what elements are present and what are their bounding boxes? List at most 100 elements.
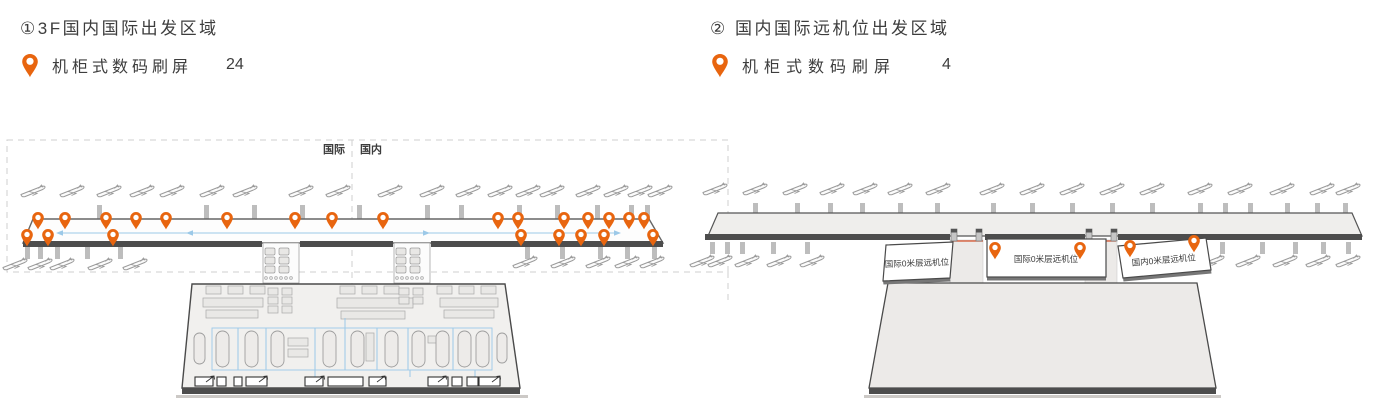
gate-stubs-bottom bbox=[710, 242, 1351, 254]
checkin-island bbox=[435, 330, 450, 368]
airplane-icon bbox=[419, 184, 445, 198]
entrance-door bbox=[327, 376, 364, 387]
stand-box-3: 国内0米层远机位 bbox=[1117, 234, 1212, 282]
entrance-doors bbox=[194, 375, 501, 387]
checkin-islands bbox=[193, 318, 508, 377]
stand-label: 国际0米层远机位 bbox=[1014, 254, 1079, 264]
airplane-icon bbox=[59, 184, 85, 198]
right-legend-label: 机柜式数码刷屏 bbox=[742, 59, 897, 76]
airplane-icon bbox=[819, 182, 845, 196]
checkin-island bbox=[384, 330, 399, 368]
entrance-door bbox=[245, 376, 268, 387]
checkin-island bbox=[350, 330, 365, 368]
airplane-icon bbox=[159, 184, 185, 198]
right-legend-count: 4 bbox=[942, 56, 951, 73]
right-section-header: ② 国内国际远机位出发区域 机柜式数码刷屏 4 bbox=[710, 14, 951, 78]
checkin-island bbox=[457, 330, 472, 368]
airplane-icon bbox=[852, 182, 878, 196]
left-section-header: ①3F国内国际出发区域 机柜式数码刷屏 24 bbox=[20, 14, 244, 78]
counter-blocks bbox=[202, 285, 499, 320]
remote-stand-pier bbox=[705, 212, 1363, 240]
airplane-icon bbox=[799, 254, 825, 268]
airplane-icon bbox=[1187, 182, 1213, 196]
airplane-icon bbox=[766, 254, 792, 268]
airplane-icon bbox=[129, 184, 155, 198]
entrance-door bbox=[194, 376, 214, 387]
airplane-icon bbox=[288, 184, 314, 198]
stand-label: 国际0米层远机位 bbox=[885, 257, 950, 269]
airplane-icon bbox=[1019, 182, 1045, 196]
checkin-island bbox=[193, 332, 206, 365]
airplane-icon bbox=[1335, 182, 1361, 196]
checkin-island bbox=[496, 332, 508, 364]
zone-label-international: 国际 bbox=[323, 142, 345, 156]
airplane-icon bbox=[1335, 254, 1361, 268]
airplane-icon bbox=[199, 184, 225, 198]
security-corridor bbox=[262, 242, 300, 284]
left-terminal-diagram: 国际 国内 bbox=[2, 139, 729, 398]
left-section-title: ①3F国内国际出发区域 bbox=[20, 19, 219, 38]
entrance-door bbox=[478, 376, 501, 387]
airplane-icon bbox=[325, 184, 351, 198]
gate-stubs-top bbox=[97, 205, 650, 219]
airplane-icon bbox=[782, 182, 808, 196]
checkin-island bbox=[475, 330, 490, 368]
airplane-icon bbox=[734, 254, 760, 268]
stand-box-2: 国际0米层远机位 bbox=[986, 238, 1107, 281]
airplane-icon bbox=[487, 184, 513, 198]
entrance-door bbox=[304, 376, 324, 387]
entrance-door bbox=[216, 376, 227, 387]
checkin-island bbox=[411, 330, 426, 368]
airplane-icon bbox=[539, 184, 565, 198]
airplane-icon bbox=[87, 257, 113, 271]
entrance-door bbox=[466, 376, 479, 387]
airplane-icon bbox=[603, 184, 629, 198]
airplane-icon bbox=[1305, 254, 1331, 268]
airplane-icon bbox=[742, 182, 768, 196]
airplane-icon bbox=[455, 184, 481, 198]
right-terminal-diagram: 国际0米层远机位 国际0米层远机位 国内0米层远机位 bbox=[689, 182, 1363, 398]
stand-box-1: 国际0米层远机位 bbox=[882, 241, 954, 285]
right-legend: 机柜式数码刷屏 4 bbox=[710, 52, 951, 78]
checkin-hall bbox=[176, 283, 528, 398]
apron-platform bbox=[864, 282, 1221, 398]
airplane-icon bbox=[49, 257, 75, 271]
stand-corridor bbox=[949, 239, 984, 284]
airplane-row-top bbox=[20, 184, 673, 198]
airplane-icon bbox=[1099, 182, 1125, 196]
left-legend: 机柜式数码刷屏 24 bbox=[20, 52, 244, 78]
checkin-island bbox=[244, 330, 259, 368]
checkin-island bbox=[270, 330, 285, 368]
security-corridor bbox=[393, 242, 431, 284]
airplane-row-top bbox=[702, 182, 1361, 196]
airplane-icon bbox=[1139, 182, 1165, 196]
airplane-icon bbox=[925, 182, 951, 196]
airplane-icon bbox=[96, 184, 122, 198]
left-legend-count: 24 bbox=[226, 56, 244, 73]
checkin-island bbox=[322, 330, 337, 368]
airplane-icon bbox=[1309, 182, 1335, 196]
checkin-island bbox=[215, 330, 230, 368]
airplane-icon bbox=[979, 182, 1005, 196]
airplane-icon bbox=[702, 182, 728, 196]
entrance-door bbox=[451, 376, 463, 387]
airplane-icon bbox=[1272, 254, 1298, 268]
zone-label-domestic: 国内 bbox=[360, 142, 382, 156]
airplane-icon bbox=[887, 182, 913, 196]
airplane-icon bbox=[1235, 254, 1261, 268]
left-legend-label: 机柜式数码刷屏 bbox=[52, 59, 193, 76]
airplane-icon bbox=[1227, 182, 1253, 196]
airplane-icon bbox=[122, 257, 148, 271]
airplane-icon bbox=[1059, 182, 1085, 196]
entrance-door bbox=[233, 376, 243, 387]
connector-posts bbox=[950, 228, 1118, 242]
airplane-icon bbox=[575, 184, 601, 198]
airplane-icon bbox=[515, 184, 541, 198]
airplane-icon bbox=[27, 257, 53, 271]
airplane-icon bbox=[377, 184, 403, 198]
airplane-icon bbox=[232, 184, 258, 198]
airplane-icon bbox=[1269, 182, 1295, 196]
airplane-icon bbox=[20, 184, 46, 198]
gate-stubs-bottom bbox=[25, 247, 657, 259]
